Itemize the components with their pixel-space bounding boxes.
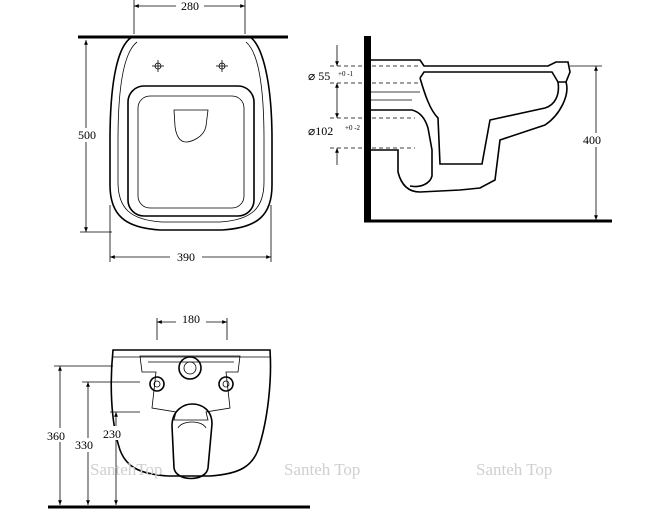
fixing-bolt-left-icon <box>152 60 164 72</box>
top-view-rim-hole <box>173 109 209 143</box>
rear-fixing-hole-right-icon <box>218 376 234 392</box>
side-view-outlet <box>371 109 433 188</box>
dim-width: 390 <box>177 250 195 264</box>
side-view: ⌀ 55 +0 -1 ⌀102 +0 -2 400 <box>306 36 612 223</box>
top-view-inner-outline <box>117 41 265 223</box>
rear-view-frame <box>139 355 241 421</box>
dim-inlet-diameter: ⌀ 55 <box>308 69 330 83</box>
rear-fixing-hole-left-icon <box>149 376 165 392</box>
top-view-outline <box>109 36 273 231</box>
watermark-2: Santeh Top <box>284 460 360 479</box>
dim-depth: 500 <box>78 128 96 142</box>
dim-outlet-diameter: ⌀102 <box>308 124 333 138</box>
fixing-bolt-right-icon <box>216 60 228 72</box>
side-view-body <box>371 81 568 193</box>
dim-rear-spacing: 180 <box>182 312 200 326</box>
side-view-rim <box>371 59 571 83</box>
side-view-wall <box>364 36 371 222</box>
watermark-3: Santeh Top <box>476 460 552 479</box>
dim-rear-height-230: 230 <box>103 427 121 441</box>
top-view-seat <box>127 85 255 217</box>
rear-water-inlet-icon <box>178 356 202 380</box>
top-view-bowl-opening <box>137 95 245 209</box>
watermark-1: SantehTop <box>90 460 162 479</box>
dim-top-width: 280 <box>181 0 199 13</box>
rear-view: 180 360 330 230 <box>44 312 310 509</box>
dim-side-height: 400 <box>583 133 601 147</box>
rear-outlet <box>171 403 213 480</box>
dim-inlet-tolerance: +0 -1 <box>338 70 354 78</box>
rear-view-outline <box>110 349 272 477</box>
dim-outlet-tolerance: +0 -2 <box>345 124 361 132</box>
dim-rear-height-330: 330 <box>75 438 93 452</box>
side-view-bowl <box>419 77 560 165</box>
top-view: 280 500 390 <box>73 0 288 264</box>
dim-rear-height-360: 360 <box>47 429 65 443</box>
